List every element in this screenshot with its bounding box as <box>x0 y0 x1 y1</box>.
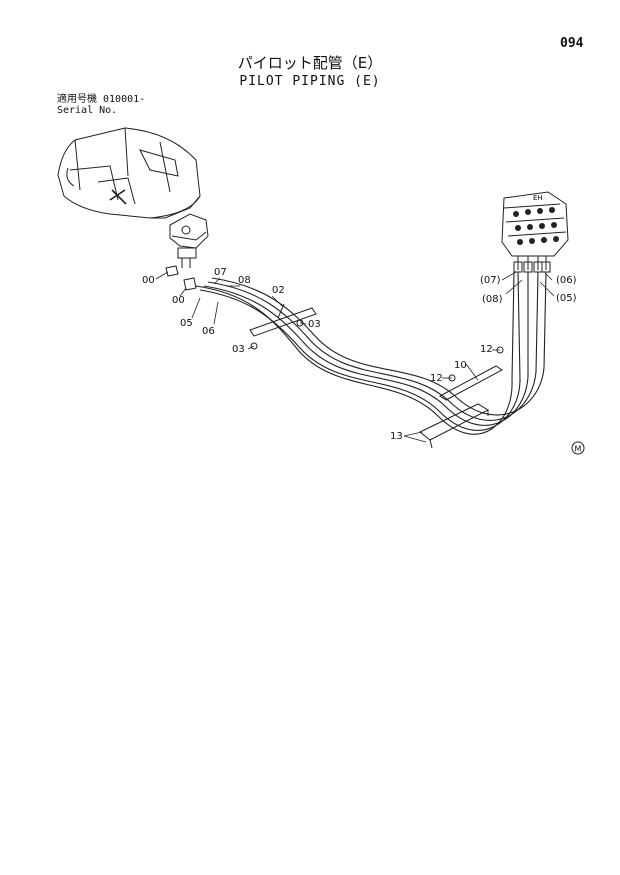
callout-03b: 03 <box>232 344 245 355</box>
serial-block: 適用号機 010001- Serial No. <box>57 94 145 116</box>
excavator-cab-illustration <box>57 127 201 219</box>
callout-13: 13 <box>390 431 403 442</box>
mark-symbol-letter: M <box>575 445 582 454</box>
callout-07: 07 <box>214 267 227 278</box>
callout-03a: 03 <box>308 319 321 330</box>
bolt-03-lower <box>250 342 258 350</box>
valve-label: EH <box>533 194 543 202</box>
control-valve-right <box>501 191 569 273</box>
callout-02: 02 <box>272 285 285 296</box>
callout-08-paren: (08) <box>482 294 503 305</box>
callout-12b: 12 <box>430 373 443 384</box>
serial-label-en: Serial No. <box>57 105 118 116</box>
serial-label-jp: 適用号機 010001- <box>57 94 146 105</box>
page-title-en: PILOT PIPING (E) <box>239 74 381 89</box>
clamp-plate-10 <box>419 365 503 449</box>
pilot-valve-left <box>165 213 209 291</box>
callout-06: 06 <box>202 326 215 337</box>
leader-lines <box>155 271 555 443</box>
page-number: 094 <box>560 36 584 51</box>
callout-07-paren: (07) <box>480 275 501 286</box>
callout-00a: 00 <box>142 275 155 286</box>
callout-05: 05 <box>180 318 193 329</box>
bolt-03-right <box>296 319 304 327</box>
callout-10: 10 <box>454 360 467 371</box>
clamp-bar-02 <box>249 303 317 337</box>
page-title-jp: パイロット配管（E） <box>237 54 383 72</box>
callout-06-paren: (06) <box>556 275 577 286</box>
callout-08: 08 <box>238 275 251 286</box>
callout-00b: 00 <box>172 295 185 306</box>
callout-05-paren: (05) <box>556 293 577 304</box>
callout-labels: 00 00 07 08 02 05 06 03 03 (07) (08) (06… <box>142 267 577 442</box>
callout-12a: 12 <box>480 344 493 355</box>
mark-symbol: M <box>571 441 585 455</box>
pilot-hoses <box>195 271 547 435</box>
